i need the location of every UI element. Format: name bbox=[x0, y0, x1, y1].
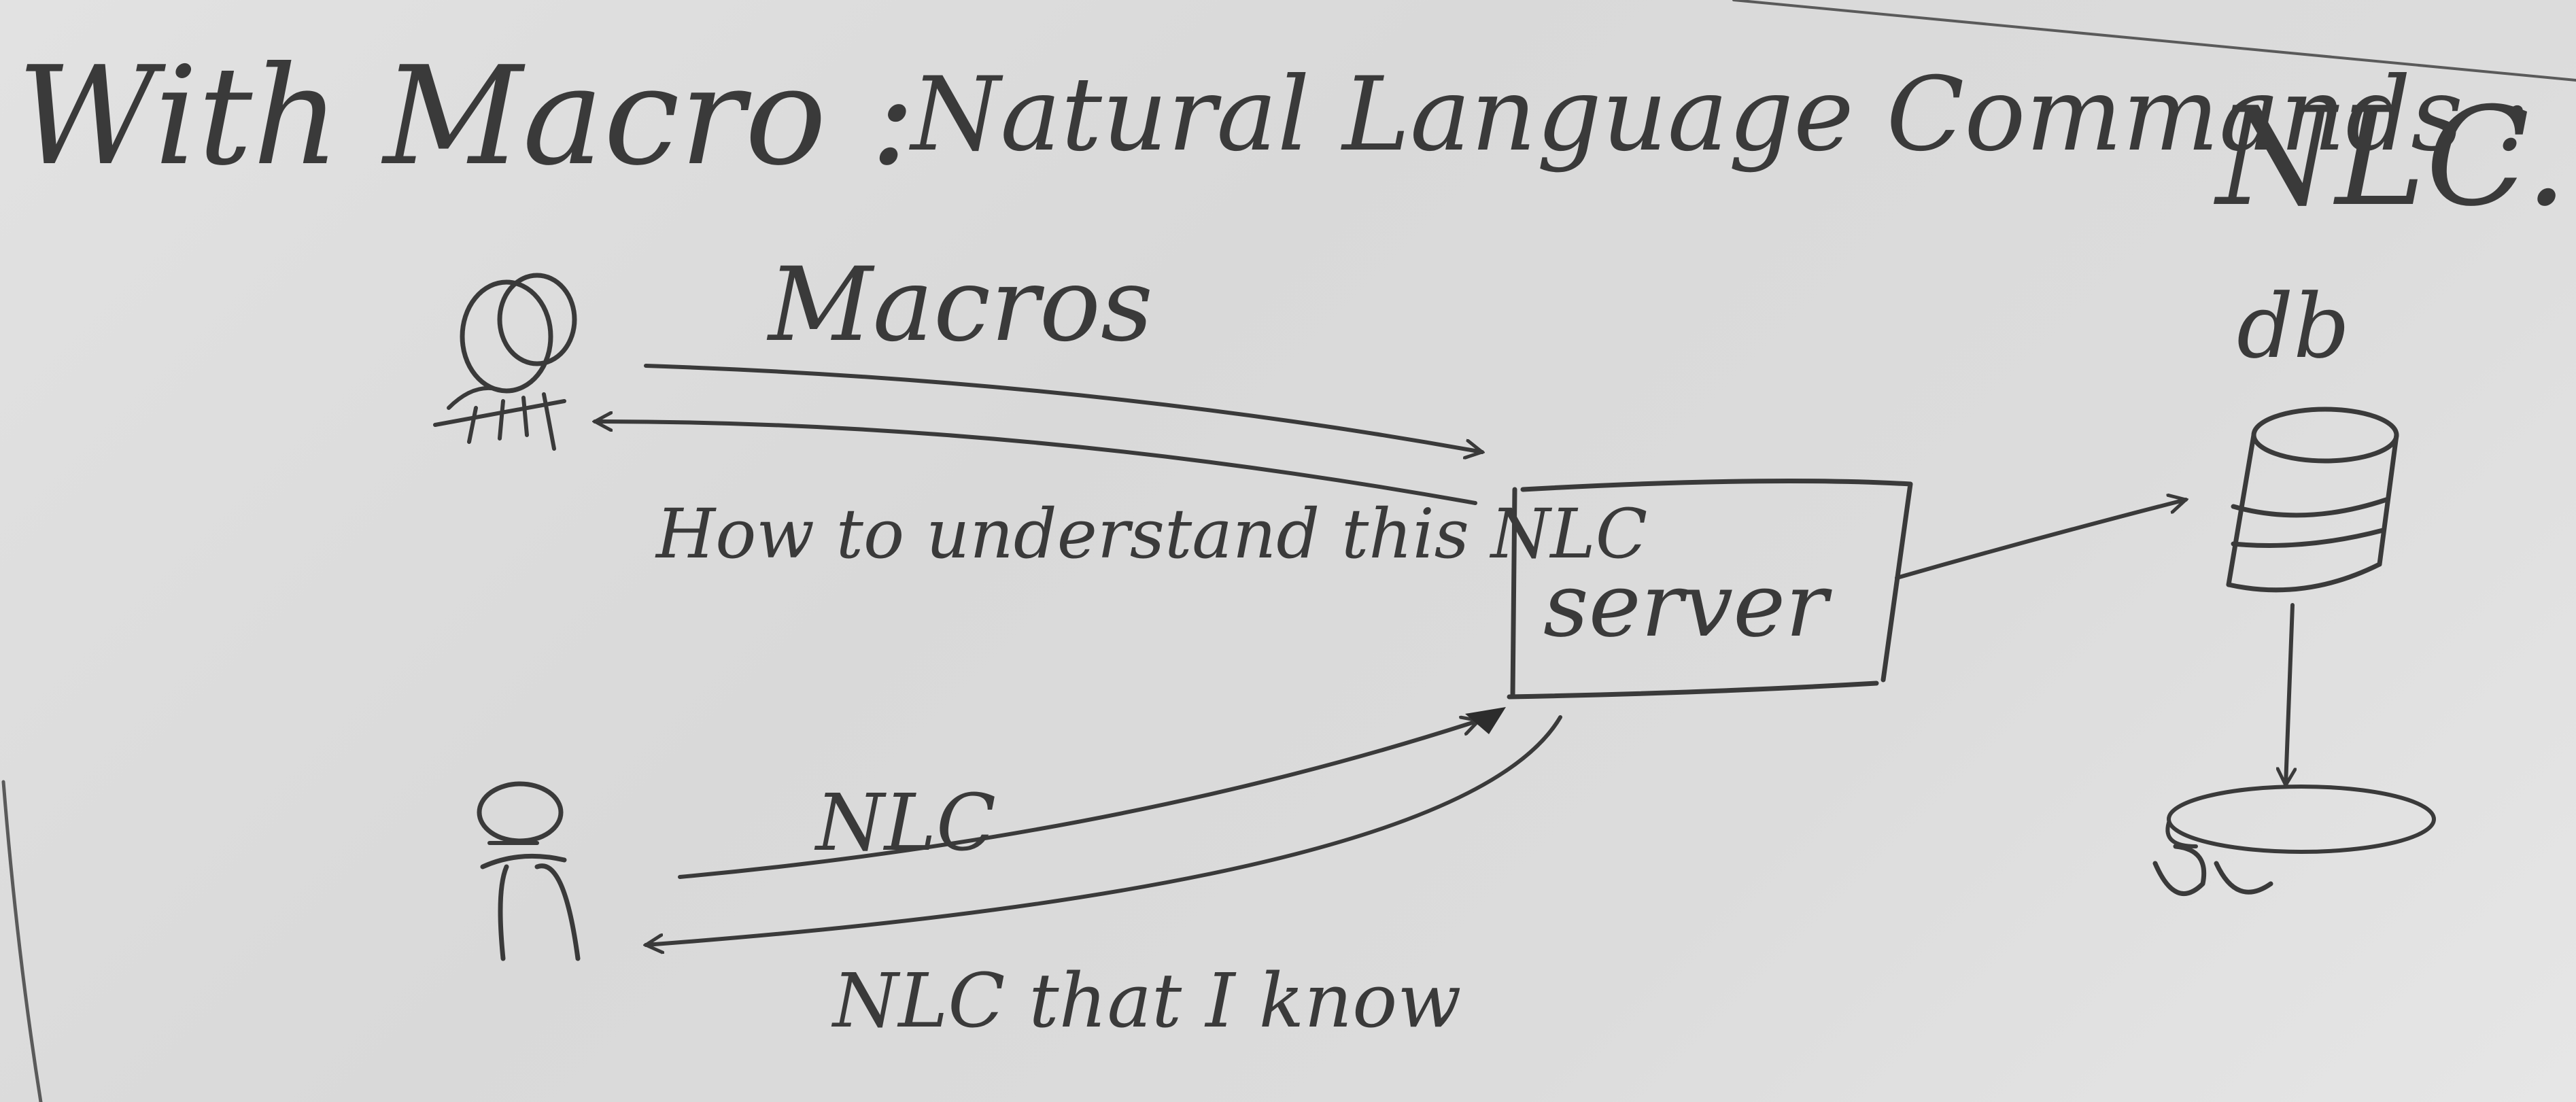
board-left-edge bbox=[1, 780, 43, 1102]
db-label: db bbox=[2237, 275, 2350, 378]
server-box bbox=[1507, 479, 1913, 700]
board-edge-line bbox=[1732, 0, 2576, 82]
server-to-db-arrow bbox=[1895, 500, 2186, 580]
database-icon bbox=[2226, 407, 2399, 593]
nlc-known-label: NLC that I know bbox=[831, 957, 1462, 1044]
db-to-consumer-arrow bbox=[2286, 603, 2292, 785]
macro-arrow-to-person bbox=[595, 421, 1477, 505]
macro-arrow-to-server bbox=[644, 364, 1482, 452]
how-to-label: How to understand this NLC bbox=[655, 494, 1647, 574]
dish-icon bbox=[2152, 785, 2436, 897]
person-icon bbox=[477, 781, 581, 961]
server-label: server bbox=[1543, 553, 1832, 657]
title-abbr: NLC. bbox=[2214, 78, 2568, 237]
macros-label: Macros bbox=[766, 246, 1153, 364]
title-prefix: With Macro : bbox=[17, 37, 916, 196]
nlc-arrowhead-fill bbox=[1465, 707, 1506, 734]
nlc-label: NLC bbox=[814, 778, 996, 869]
title-phrase: Natural Language Commands : bbox=[909, 56, 2530, 174]
nlc-arrow-to-server bbox=[678, 721, 1479, 879]
person-group-icon bbox=[433, 273, 577, 451]
nlc-known-arrow-to-person bbox=[646, 715, 1562, 945]
